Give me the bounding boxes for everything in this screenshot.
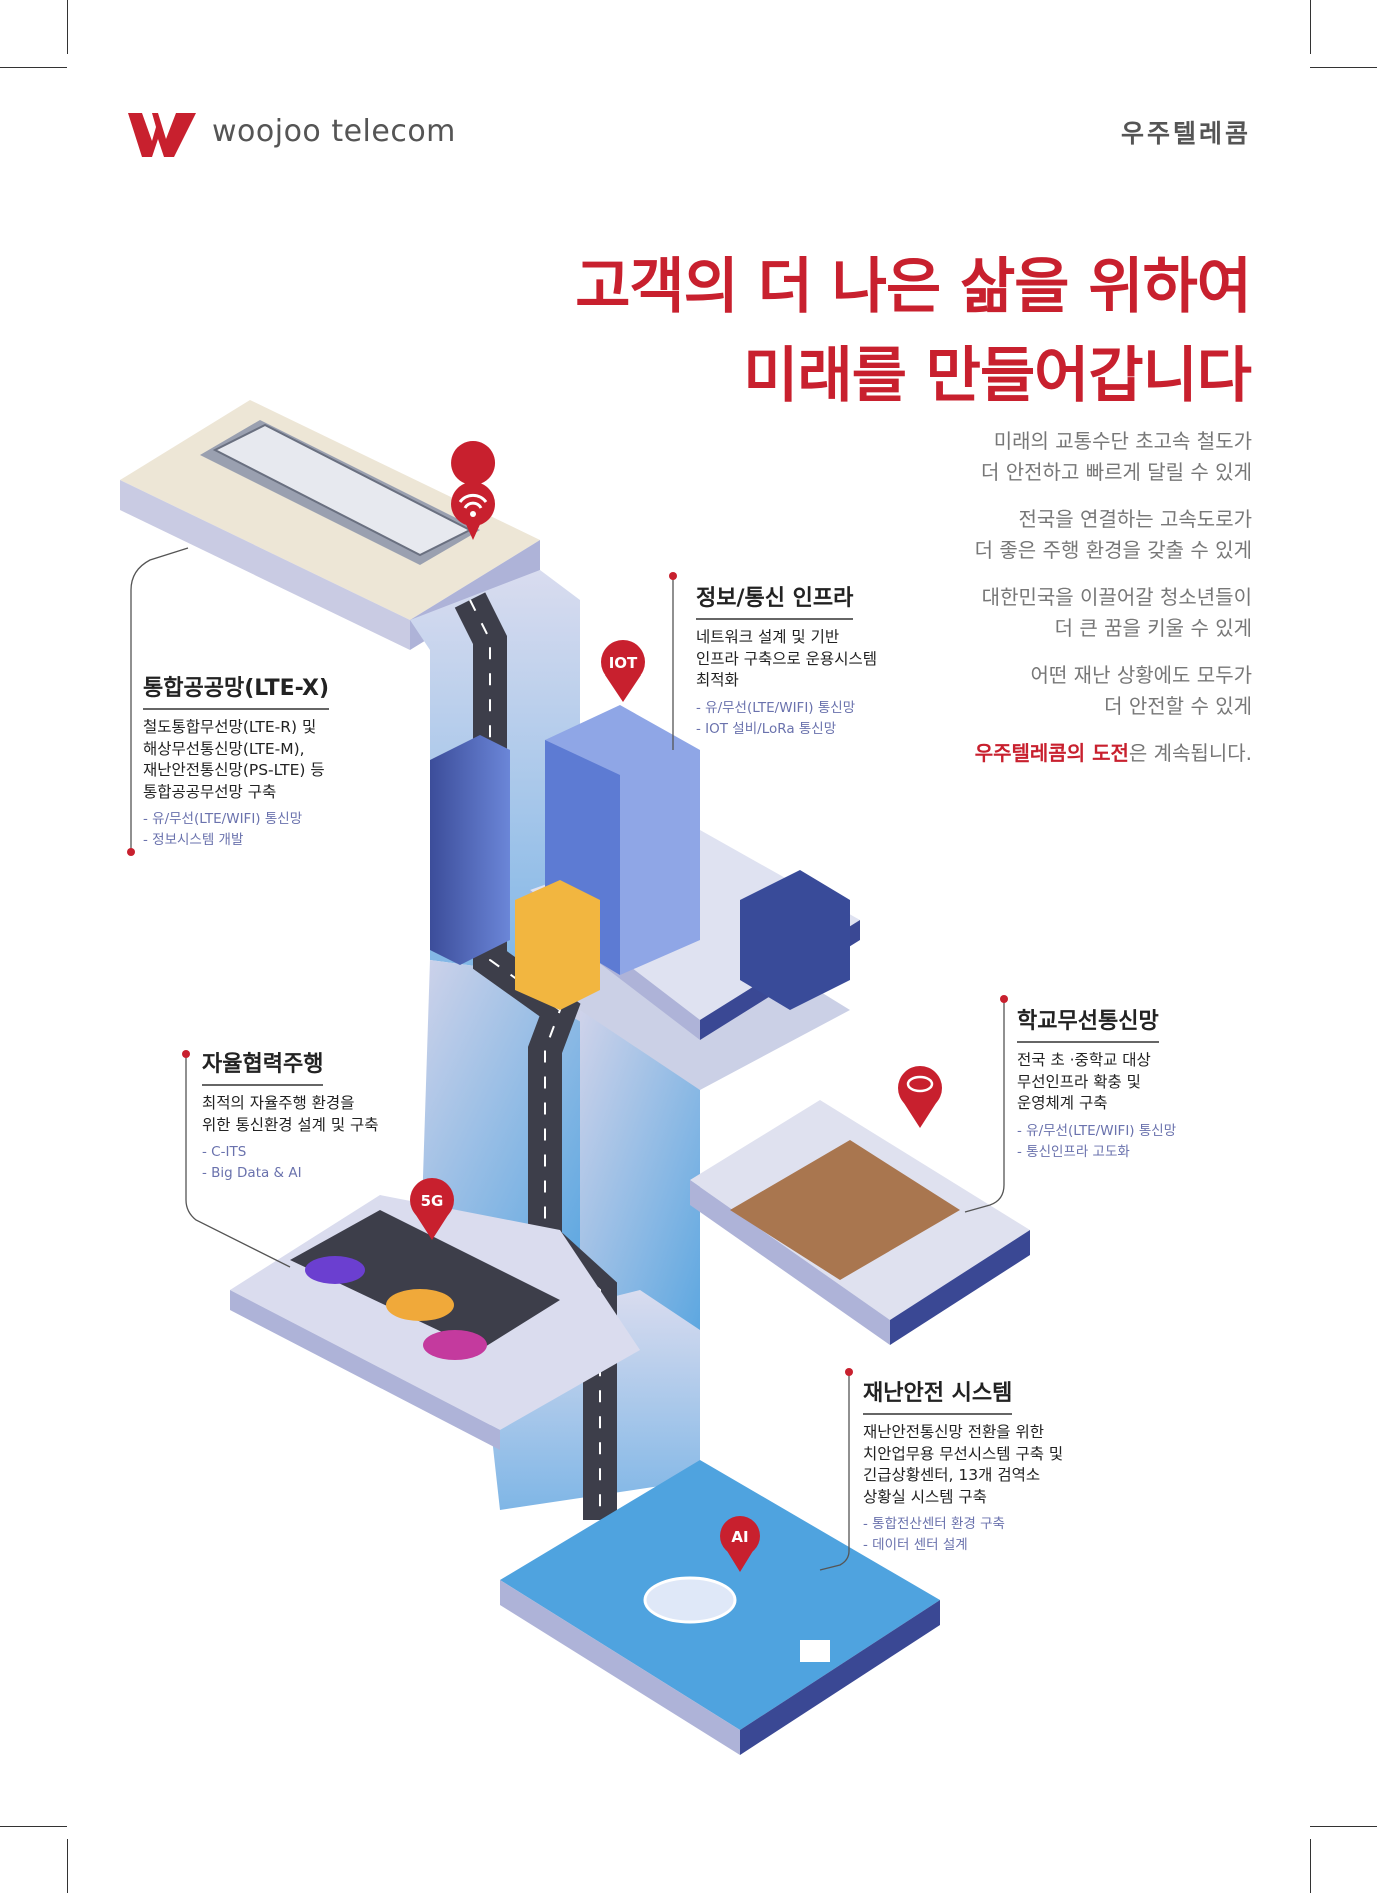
callout-bullets: - 통합전산센터 환경 구축 - 데이터 센터 설계 [863, 1514, 1063, 1556]
crop-mark [1310, 67, 1377, 68]
body-line: 운영체계 구축 [1017, 1094, 1108, 1112]
closing-highlight: 우주텔레콤의 도전 [974, 741, 1129, 765]
wifi-pin-icon [451, 441, 496, 540]
intro-line: 더 큰 꿈을 키울 수 있게 [1054, 616, 1252, 640]
body-line: 최적의 자율주행 환경을 [202, 1094, 355, 1112]
intro-line: 더 안전할 수 있게 [1104, 694, 1252, 718]
crop-mark [1310, 1826, 1377, 1827]
bullet-item: - 통신인프라 고도화 [1017, 1143, 1130, 1160]
callout-title: 재난안전 시스템 [863, 1375, 1013, 1415]
body-line: 철도통합무선망(LTE-R) 및 [143, 718, 317, 736]
callout-school: 학교무선통신망 전국 초 ·중학교 대상 무선인프라 확충 및 운영체계 구축 … [1017, 1003, 1176, 1163]
5g-pin-label: 5G [421, 1192, 444, 1210]
iot-pin-label: IOT [609, 654, 638, 672]
body-line: 통합공공무선망 구축 [143, 782, 277, 801]
callout-bullets: - 유/무선(LTE/WIFI) 통신망 - IOT 설비/LoRa 통신망 [696, 698, 877, 740]
callout-body: 네트워크 설계 및 기반 인프라 구축으로 운용시스템 최적화 [696, 627, 877, 692]
bullet-item: - IOT 설비/LoRa 통신망 [696, 720, 837, 737]
headline-line-2: 미래를 만들어갑니다 [743, 341, 1252, 411]
bullet-item: - 유/무선(LTE/WIFI) 통신망 [1017, 1122, 1177, 1139]
callout-autonomous: 자율협력주행 최적의 자율주행 환경을 위한 통신환경 설계 및 구축 - C-… [202, 1046, 379, 1184]
crop-mark [67, 0, 68, 54]
ai-pin-icon: AI [720, 1516, 760, 1572]
intro-line: 미래의 교통수단 초고속 철도가 [993, 429, 1252, 453]
crop-mark [0, 67, 67, 68]
bullet-item: - 통합전산센터 환경 구축 [863, 1516, 1005, 1532]
crop-mark [67, 1839, 68, 1893]
body-line: 전국 초 ·중학교 대상 [1017, 1051, 1151, 1069]
intro-line: 더 안전하고 빠르게 달릴 수 있게 [981, 460, 1252, 484]
cloud-pin-icon [898, 1066, 942, 1128]
body-line: 재난안전통신망(PS-LTE) 등 [143, 761, 325, 779]
intro-line: 대한민국을 이끌어갈 청소년들이 [981, 585, 1252, 609]
callout-lte-x: 통합공공망(LTE-X) 철도통합무선망(LTE-R) 및 해상무선통신망(LT… [143, 670, 330, 851]
brand-korean: 우주텔레콤 [1120, 119, 1251, 148]
highway-slab [230, 1195, 640, 1450]
callout-title: 통합공공망(LTE-X) [143, 670, 330, 710]
leader-dots [127, 572, 1008, 1376]
body-line: 해상무선통신망(LTE-M), [143, 739, 305, 758]
bullet-item: - 유/무선(LTE/WIFI) 통신망 [143, 811, 303, 827]
crop-mark [0, 1826, 67, 1827]
school-slab [690, 1100, 1030, 1345]
intro-line: 전국을 연결하는 고속도로가 [1018, 507, 1252, 531]
logo-text: woojoo telecom [212, 114, 456, 149]
body-line: 긴급상황센터, 13개 검역소 [863, 1466, 1041, 1484]
callout-bullets: - C-ITS - Big Data & AI [202, 1142, 379, 1184]
body-line: 재난안전통신망 전환을 위한 [863, 1423, 1044, 1441]
bullet-item: - 유/무선(LTE/WIFI) 통신망 [696, 699, 856, 716]
body-line: 위한 통신환경 설계 및 구축 [202, 1115, 379, 1134]
bullet-item: - 정보시스템 개발 [143, 832, 244, 848]
callout-body: 전국 초 ·중학교 대상 무선인프라 확충 및 운영체계 구축 [1017, 1050, 1176, 1115]
callout-title: 정보/통신 인프라 [696, 580, 854, 620]
woojoo-logo-icon [128, 113, 196, 157]
bullet-item: - 데이터 센터 설계 [863, 1537, 968, 1553]
callout-body: 재난안전통신망 전환을 위한 치안업무용 무선시스템 구축 및 긴급상황센터, … [863, 1422, 1063, 1508]
city-block [430, 705, 860, 1040]
callout-bullets: - 유/무선(LTE/WIFI) 통신망 - 통신인프라 고도화 [1017, 1121, 1176, 1163]
callout-disaster: 재난안전 시스템 재난안전통신망 전환을 위한 치안업무용 무선시스템 구축 및… [863, 1375, 1063, 1556]
body-line: 최적화 [696, 671, 739, 689]
bullet-item: - C-ITS [202, 1144, 247, 1160]
body-line: 무선인프라 확충 및 [1017, 1072, 1141, 1091]
disaster-slab [500, 1460, 940, 1755]
body-line: 치안업무용 무선시스템 구축 및 [863, 1444, 1064, 1463]
crop-mark [1310, 1839, 1311, 1893]
intro-line: 어떤 재난 상황에도 모두가 [1030, 663, 1252, 687]
callout-infra: 정보/통신 인프라 네트워크 설계 및 기반 인프라 구축으로 운용시스템 최적… [696, 580, 877, 740]
callout-title: 학교무선통신망 [1017, 1003, 1159, 1043]
intro-line: 더 좋은 주행 환경을 갖출 수 있게 [974, 538, 1252, 562]
body-line: 네트워크 설계 및 기반 [696, 628, 840, 646]
leader-lines [130, 547, 1005, 1571]
iot-pin-icon: IOT [601, 640, 645, 702]
callout-body: 최적의 자율주행 환경을 위한 통신환경 설계 및 구축 [202, 1093, 379, 1136]
callout-body: 철도통합무선망(LTE-R) 및 해상무선통신망(LTE-M), 재난안전통신망… [143, 717, 329, 803]
closing-line: 우주텔레콤의 도전은 계속됩니다. [975, 738, 1252, 769]
body-line: 인프라 구축으로 운용시스템 [696, 649, 877, 668]
body-line: 상황실 시스템 구축 [863, 1487, 987, 1506]
ai-pin-label: AI [731, 1528, 748, 1546]
5g-pin-icon: 5G [410, 1178, 454, 1240]
callout-bullets: - 유/무선(LTE/WIFI) 통신망 - 정보시스템 개발 [143, 809, 329, 851]
bullet-item: - Big Data & AI [202, 1165, 302, 1181]
crop-mark [1310, 0, 1311, 54]
closing-rest: 은 계속됩니다. [1128, 741, 1252, 765]
callout-title: 자율협력주행 [202, 1046, 324, 1086]
headline-line-1: 고객의 더 나은 삶을 위하여 [575, 252, 1252, 322]
